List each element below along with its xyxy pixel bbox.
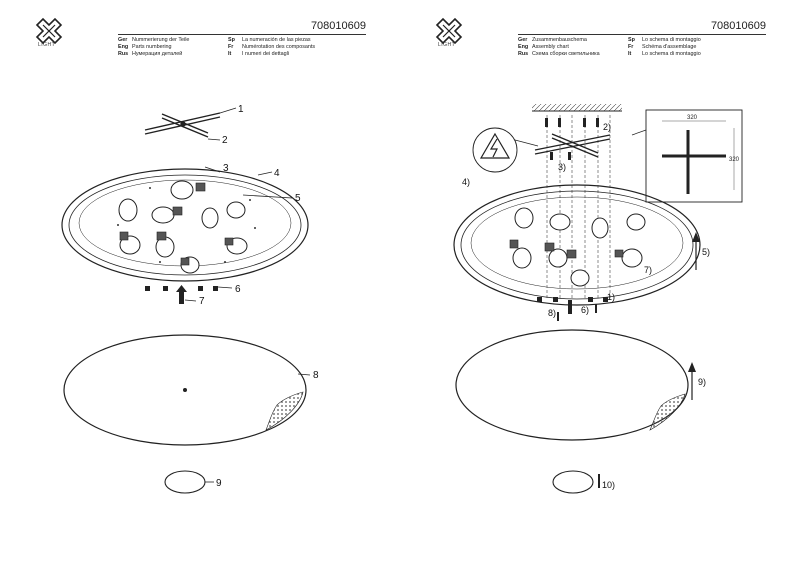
step-label-9: 9) xyxy=(698,377,706,387)
header-rule xyxy=(518,34,766,35)
electric-warning-icon xyxy=(472,127,539,173)
part-label-2: 2 xyxy=(222,135,228,146)
brand-logo-icon xyxy=(435,17,463,45)
glass-shade xyxy=(455,329,689,441)
part-label-5: 5 xyxy=(295,193,301,204)
dimension-detail: 320 320 xyxy=(631,109,743,203)
brand-logo-text: LIGHT xyxy=(38,42,56,48)
document-number: 708010609 xyxy=(710,20,766,32)
step-label-8: 8) xyxy=(548,308,556,318)
document-number: 708010609 xyxy=(310,20,366,32)
step-label-6: 6) xyxy=(581,305,589,315)
assembly-diagram: 320 320 xyxy=(453,104,743,494)
glass-shade xyxy=(63,334,307,446)
step-label-1: 1) xyxy=(607,292,615,302)
dimension-width: 320 xyxy=(687,115,698,121)
brand-logo-text: LIGHT xyxy=(438,42,456,48)
part-label-1: 1 xyxy=(238,104,244,115)
part-label-7: 7 xyxy=(199,296,205,307)
finial xyxy=(164,470,206,494)
mounting-bracket xyxy=(144,112,221,138)
finial xyxy=(552,470,594,494)
step-label-5: 5) xyxy=(702,247,710,257)
screws xyxy=(145,286,218,291)
brand-logo-icon xyxy=(35,17,63,45)
lamp-base xyxy=(453,184,701,306)
step-label-10: 10) xyxy=(602,480,615,490)
part-label-9: 9 xyxy=(216,478,222,489)
parts-diagram: 1 2 3 4 5 6 7 8 9 xyxy=(61,104,319,494)
header-rule xyxy=(118,34,366,35)
mounting-bracket xyxy=(534,133,611,158)
sockets xyxy=(509,239,624,259)
step-label-4: 4) xyxy=(462,177,470,187)
dimension-height: 320 xyxy=(729,157,740,163)
part-label-6: 6 xyxy=(235,284,241,295)
sockets xyxy=(119,182,234,266)
step-label-2: 2) xyxy=(603,122,611,132)
up-arrow-icon xyxy=(688,232,700,400)
part-label-4: 4 xyxy=(274,168,280,179)
step-label-3: 3) xyxy=(558,162,566,172)
bulbs xyxy=(512,207,646,287)
ceiling xyxy=(532,104,622,111)
part-label-3: 3 xyxy=(223,163,229,174)
lamp-base xyxy=(61,168,309,282)
step-label-7: 7) xyxy=(644,265,652,275)
part-label-8: 8 xyxy=(313,370,319,381)
rod xyxy=(176,285,187,304)
